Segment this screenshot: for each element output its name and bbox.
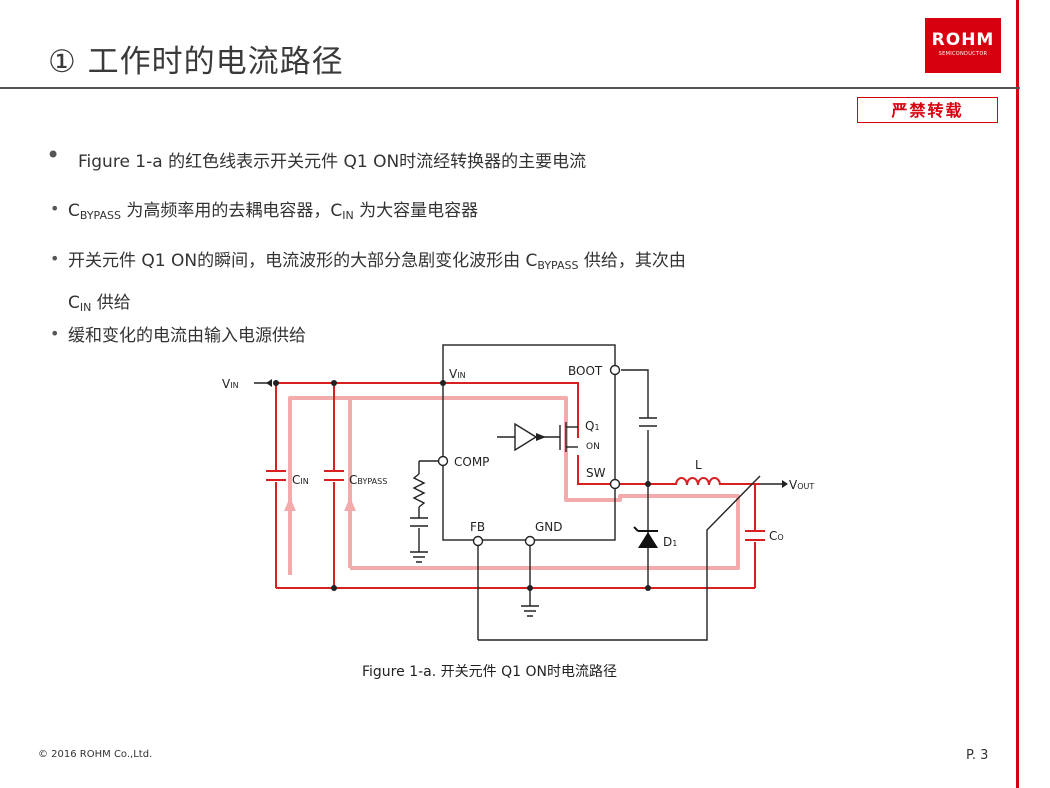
cbypass-capacitor (324, 470, 344, 482)
cbypass-current-arrow (344, 497, 356, 511)
bullet-1-text: Figure 1-a 的红色线表示开关元件 Q1 ON时流经转换器的主要电流 (78, 152, 587, 172)
comp-label: COMP (454, 455, 489, 469)
bullet-dot: • (50, 199, 60, 218)
sw-pin (609, 478, 621, 490)
bullet-2: CBYPASS 为高频率用的去耦电容器，CIN 为大容量电容器 (68, 196, 478, 222)
fb-pin (472, 535, 484, 547)
vout-label: VOUT (789, 478, 814, 492)
circuit-labels: VIN CIN CBYPASS VIN BOOT Q1 ON COMP SW F… (222, 364, 814, 549)
reprint-banned-badge: 严禁转载 (857, 97, 998, 123)
co-label: CO (769, 529, 784, 543)
bullet-dot: • (50, 249, 60, 268)
cbypass-arrow-shaft (348, 510, 352, 530)
comp-pin (437, 455, 449, 467)
vin-label: VIN (222, 377, 239, 391)
comp-resistor (412, 473, 426, 508)
gnd-ground-icon (521, 605, 539, 617)
logo-main-text: ROHM (931, 30, 995, 50)
current-arrows (284, 497, 356, 530)
boot-pin (609, 364, 621, 376)
co-capacitor (745, 530, 765, 542)
q1-on-label: ON (586, 442, 600, 452)
bullet-3-text: C (68, 293, 80, 313)
bullet-2-text: 为大容量电容器 (353, 201, 479, 221)
page-number: P. 3 (966, 748, 989, 763)
diode-d1-icon (633, 526, 658, 548)
cin-current-arrow (284, 497, 296, 511)
comp-capacitor (410, 517, 428, 527)
current-path-highlight (288, 396, 740, 575)
bullet-3-text: 供给，其次由 (578, 251, 686, 271)
cin-arrow-shaft (288, 510, 292, 530)
cbypass-label: CBYPASS (349, 473, 387, 487)
boot-wire (621, 369, 649, 418)
boot-capacitor (639, 417, 657, 427)
bullet-1: Figure 1-a 的红色线表示开关元件 Q1 ON时流经转换器的主要电流 (78, 147, 586, 172)
vin-to-q1-wire (443, 382, 579, 438)
bullet-3-text: 供给 (91, 293, 131, 313)
sw-label: SW (586, 466, 606, 480)
cin-label: CIN (292, 473, 309, 487)
q1-to-sw-wire (577, 455, 615, 485)
ic-pins (437, 364, 621, 547)
bullet-3-sub: BYPASS (537, 259, 579, 272)
ic-vin-label: VIN (449, 367, 466, 381)
d1-label: D1 (663, 535, 677, 549)
bullet-3-line-1: 开关元件 Q1 ON的瞬间，电流波形的大部分急剧变化波形由 CBYPASS 供给… (68, 246, 686, 272)
bullet-2-sub: IN (342, 209, 354, 222)
bullet-4-text: 缓和变化的电流由输入电源供给 (68, 326, 306, 346)
bullet-2-text: 为高频率用的去耦电容器，C (120, 201, 343, 221)
figure-caption: Figure 1-a. 开关元件 Q1 ON时电流路径 (362, 664, 617, 680)
comp-ground-icon (410, 551, 428, 563)
cin-capacitor (266, 470, 286, 482)
bullet-2-sub: BYPASS (79, 209, 121, 222)
bullet-dot: • (46, 141, 61, 169)
bullet-dot: • (50, 324, 60, 343)
junction-dots (273, 380, 651, 591)
boot-label: BOOT (568, 364, 603, 378)
logo-sub-text: SEMICONDUCTOR (938, 51, 988, 57)
q1-mosfet-icon (497, 422, 578, 452)
vin-arrow-icon (266, 379, 272, 387)
bullet-4: 缓和变化的电流由输入电源供给 (68, 321, 306, 346)
gnd-pin (524, 535, 536, 547)
q1-label: Q1 (585, 419, 600, 433)
inductor-label: L (695, 458, 702, 472)
bullet-3-line-2: CIN 供给 (68, 288, 131, 314)
title-divider (0, 87, 1020, 89)
bullet-3-text: 开关元件 Q1 ON的瞬间，电流波形的大部分急剧变化波形由 C (68, 251, 538, 271)
copyright-text: © 2016 ROHM Co.,Ltd. (38, 749, 153, 760)
highlight-loop (288, 396, 740, 575)
inductor-l (675, 476, 721, 486)
right-accent-line (1016, 0, 1019, 788)
bullet-2-text: C (68, 201, 80, 221)
fb-feedback-wire (478, 475, 761, 641)
vout-arrow-icon (782, 480, 788, 488)
fb-label: FB (470, 520, 485, 534)
bullet-3-sub: IN (79, 301, 92, 314)
gnd-label: GND (535, 520, 563, 534)
rohm-logo: ROHM SEMICONDUCTOR (925, 18, 1001, 73)
page-title: ① 工作时的电流路径 (48, 44, 344, 80)
